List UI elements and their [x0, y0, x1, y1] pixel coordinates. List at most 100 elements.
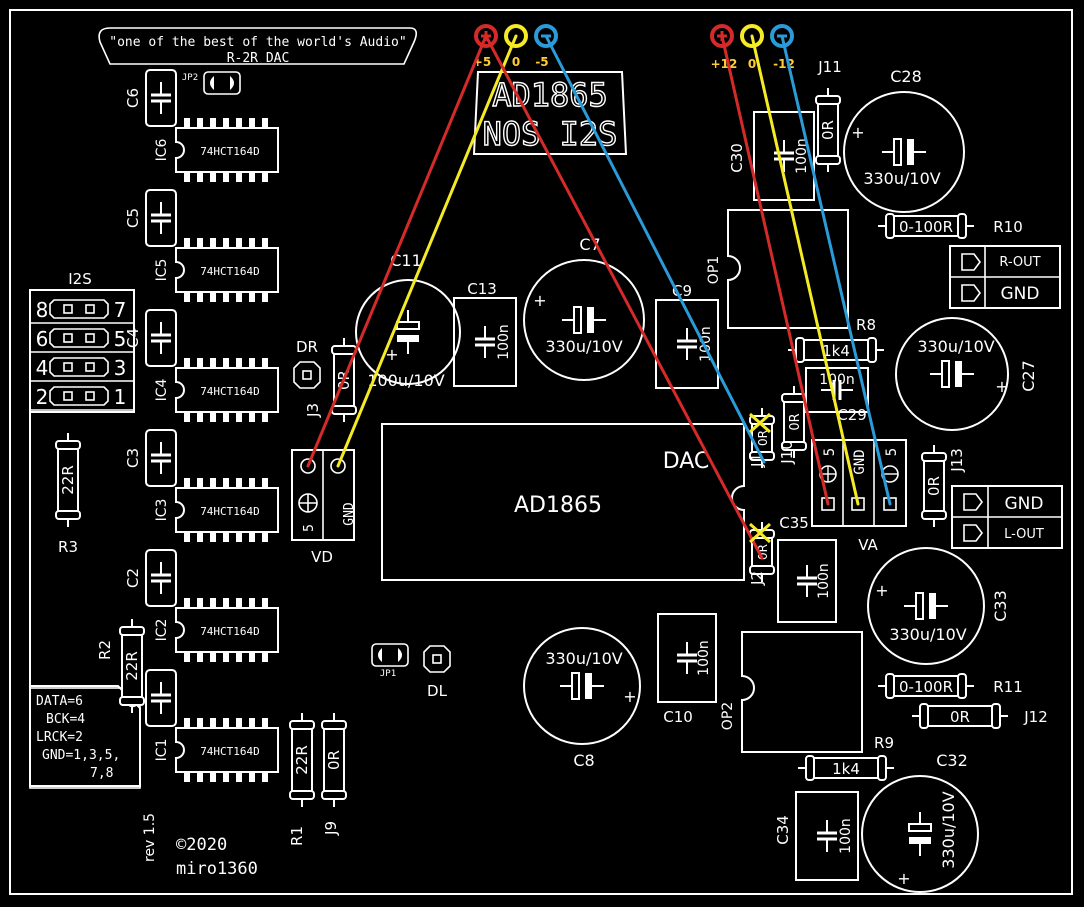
banner-outline [98, 27, 418, 65]
wire-digital-minus-to-j1 [544, 34, 766, 464]
lout-label-2: L-OUT [1004, 527, 1044, 542]
cap-ref: C34 [774, 815, 792, 845]
small-capacitor: C3 [124, 429, 177, 487]
resistor-ref: R10 [993, 218, 1023, 236]
i2s-pin-right: 1 [114, 385, 127, 409]
resistor-value: 0-100R [899, 218, 953, 236]
resistor-value: 0R [819, 120, 837, 140]
i2s-pin-left: 4 [36, 356, 49, 380]
ic-ref-label: IC2 [154, 619, 170, 642]
cap-ref-label: C3 [124, 448, 142, 468]
cap-value: 100u/10V [367, 371, 444, 390]
resistor-value: 22R [123, 651, 141, 681]
resistor-ref: R1 [288, 826, 306, 846]
plus-mark: + [897, 869, 910, 888]
cap-ref-label: C6 [124, 88, 142, 108]
digital-supply-label: -5 [535, 55, 548, 69]
banner-text: "one of the best of the world's Audio" [109, 35, 406, 50]
pinmap-box: DATA=6 BCK=4 LRCK=2 GND=1,3,5, 7,8 [29, 412, 141, 789]
x-mark-j1 [748, 412, 772, 434]
banner-group: "one of the best of the world's Audio" R… [98, 27, 418, 66]
va-pin-3: 5 [884, 448, 900, 456]
cap-ref: C11 [390, 251, 422, 270]
vd-pad-2 [330, 458, 346, 474]
resistor-value: 0R [950, 708, 970, 726]
pinmap-line-4: GND=1,3,5, [42, 748, 120, 763]
jp2-jumper: JP2 [182, 71, 241, 95]
va-label: VA [858, 536, 878, 554]
small-capacitor: C2 [124, 549, 177, 607]
i2s-pin-left: 8 [36, 298, 49, 322]
wire-digital-zero-to-vd [336, 34, 518, 468]
resistor-ref: R3 [58, 538, 78, 556]
i2s-pin-left: 2 [36, 385, 49, 409]
op2-chip: OP2 [720, 631, 863, 753]
wire-digital-plus-to-vd [306, 34, 488, 468]
lout-connector: GND L-OUT [951, 485, 1063, 549]
op1-label: OP1 [706, 256, 722, 284]
i2s-pin-right: 3 [114, 356, 127, 380]
i2s-pin-pair [49, 357, 109, 377]
cap-ref: C35 [779, 514, 809, 532]
copyright-text: ©2020 [176, 835, 227, 855]
resistor: 0-100R R10 [878, 213, 1023, 239]
vd-pad-1 [300, 458, 316, 474]
small-capacitor: C6 [124, 69, 177, 127]
pinmap-line-3: LRCK=2 [36, 730, 83, 745]
cap-ref-label: C5 [124, 208, 142, 228]
vd-connector: 5 GND VD [291, 449, 357, 566]
resistor-ref: J2 [748, 571, 766, 586]
resistor-value: 1k4 [822, 342, 850, 360]
ic-ref-label: IC6 [154, 139, 170, 162]
jp1-label: JP1 [380, 669, 396, 679]
plus-mark: + [623, 687, 636, 706]
ic-part-label: 74HCT164D [200, 745, 260, 758]
cap-value: 100n [698, 326, 714, 362]
i2s-pin-right: 7 [114, 298, 127, 322]
va-connector: 5 GND 5 VA [811, 439, 907, 554]
cap-ref: C10 [663, 708, 693, 726]
dr-pad: DR [293, 338, 321, 389]
title-box [472, 71, 628, 155]
pinmap-line-5: 7,8 [90, 766, 113, 781]
pinmap-line-1: DATA=6 [36, 694, 83, 709]
resistor-value: 0R [925, 476, 943, 496]
i2s-pin-pair [49, 328, 109, 348]
resistor-ref: R9 [874, 734, 894, 752]
cap-ref: C9 [672, 282, 692, 300]
i2s-outline [29, 289, 135, 413]
i2s-pin-pair [49, 386, 109, 406]
i2s-pin-pair [49, 299, 109, 319]
wire-analog-minus-to-va [780, 34, 892, 506]
cap-value: 330u/10V [889, 625, 966, 644]
dac-part: AD1865 [514, 493, 602, 518]
cap-value: 330u/10V [939, 791, 958, 868]
cap-value: 100n [794, 138, 810, 174]
plus-mark: + [875, 581, 888, 600]
vd-label: VD [311, 548, 333, 566]
i2s-label: I2S [68, 270, 92, 288]
wire-analog-zero-to-va [750, 34, 860, 506]
pinmap-line-2: BCK=4 [46, 712, 85, 727]
banner-subtitle: R-2R DAC [227, 51, 290, 66]
